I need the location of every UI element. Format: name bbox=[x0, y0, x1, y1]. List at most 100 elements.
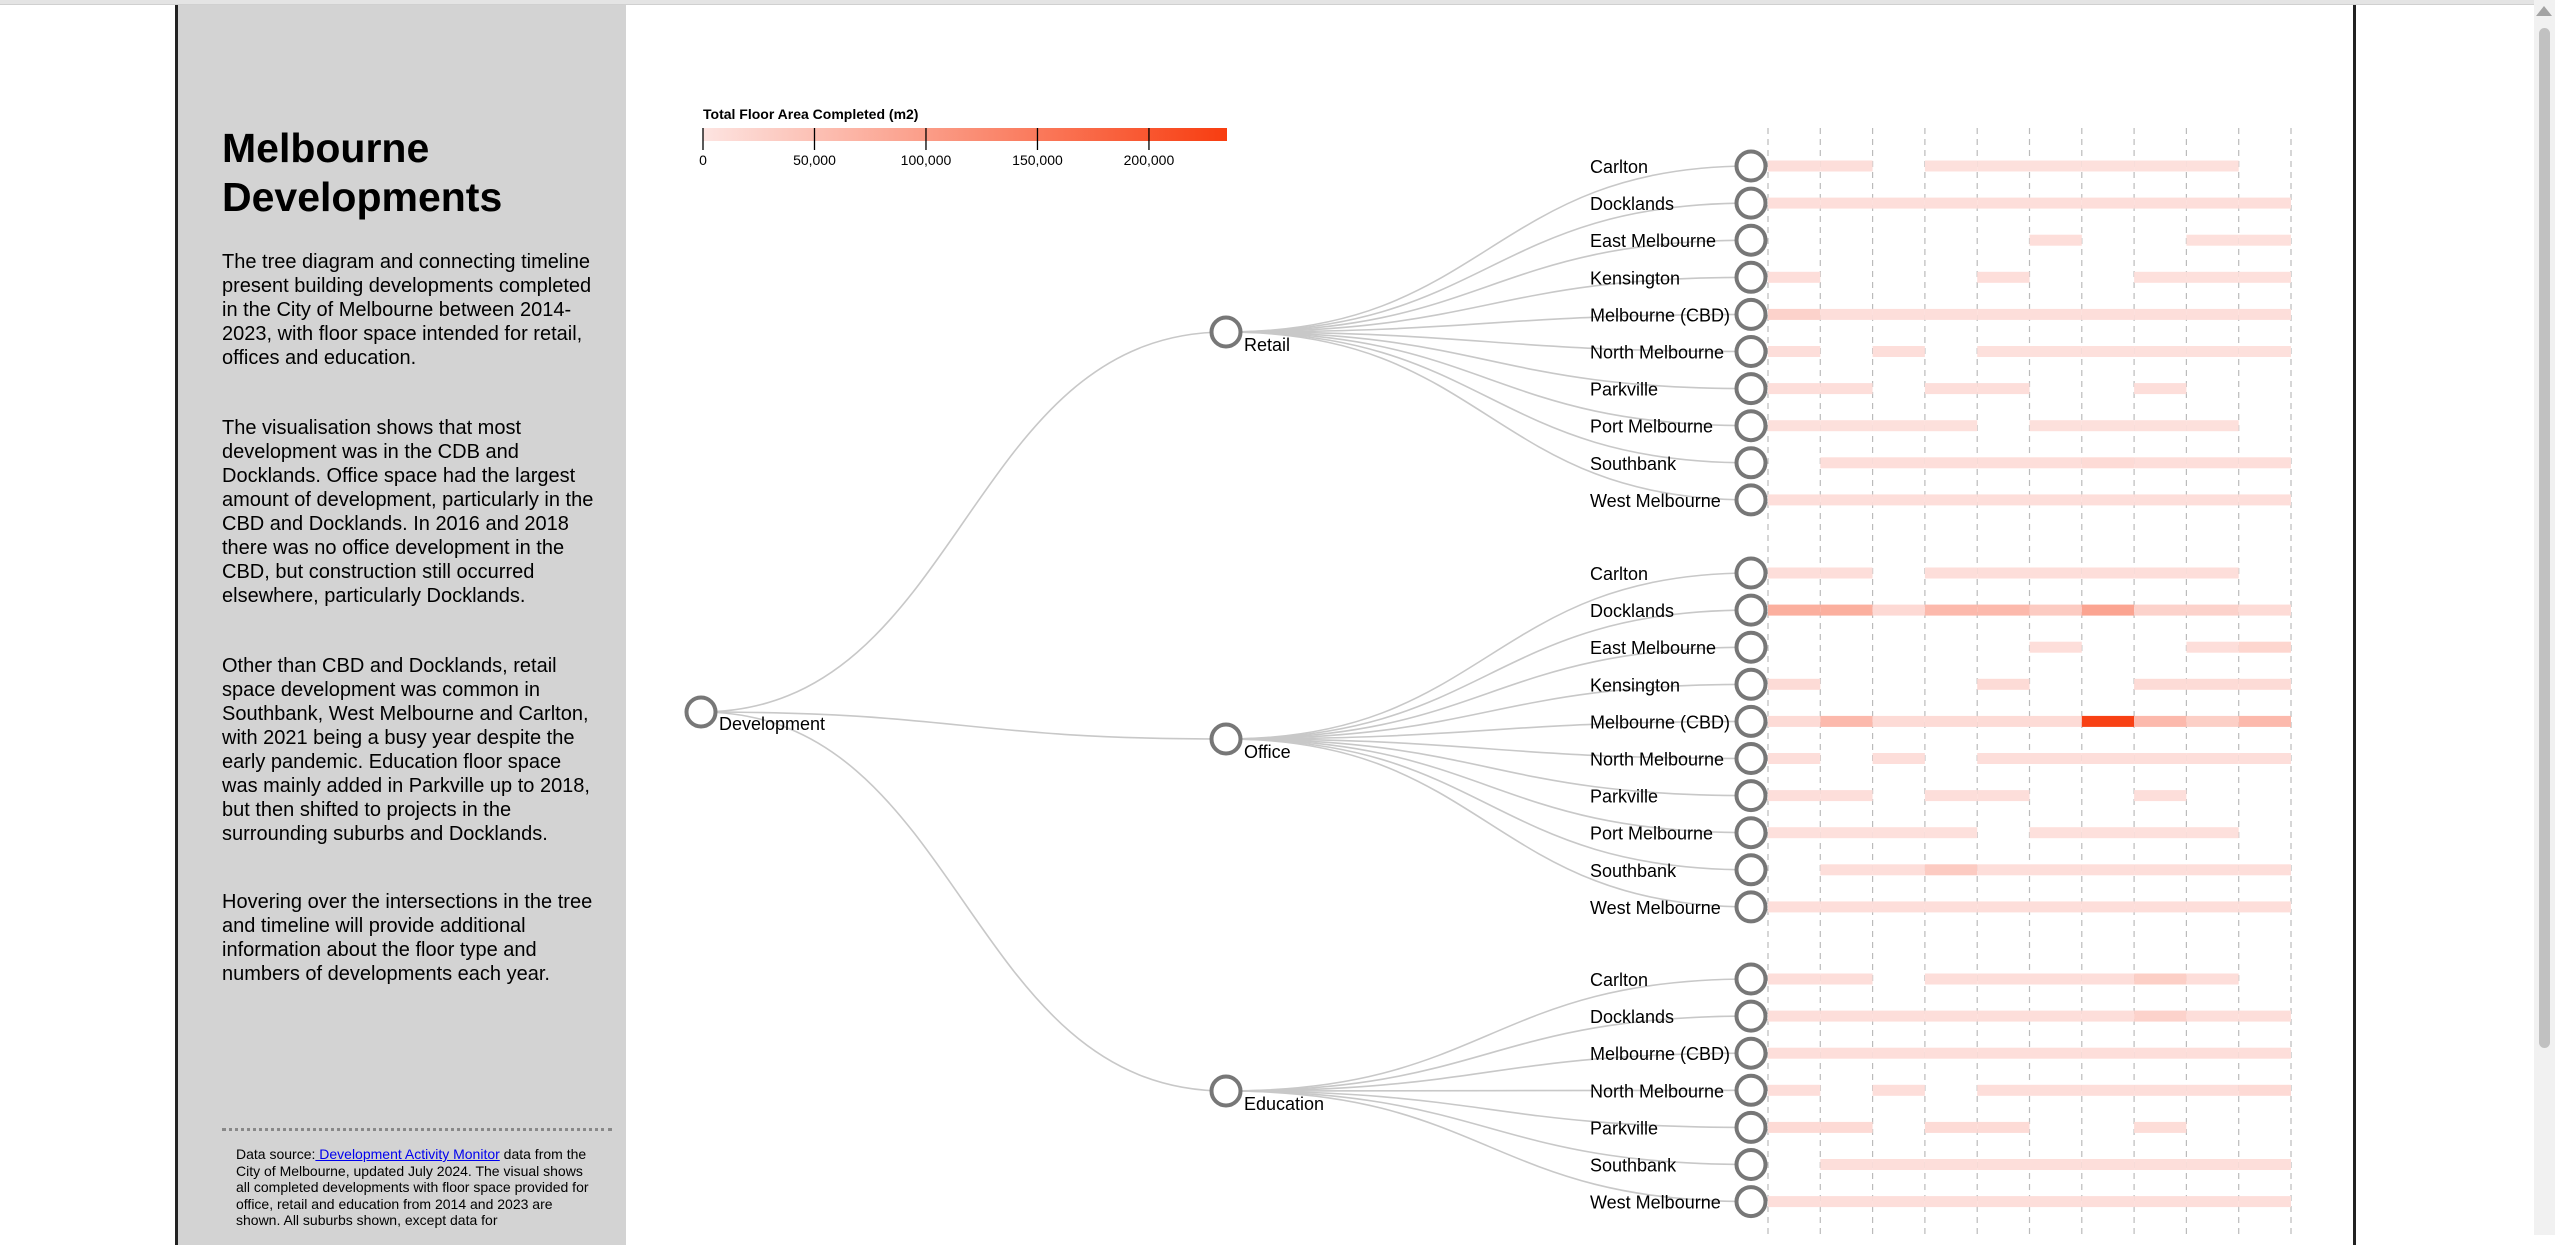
timeline-cell[interactable] bbox=[1872, 420, 1925, 432]
timeline-cell[interactable] bbox=[1768, 197, 1821, 209]
timeline-cell[interactable] bbox=[2081, 420, 2135, 432]
timeline-cell[interactable] bbox=[1977, 271, 2030, 283]
timeline-cell[interactable] bbox=[2134, 1196, 2187, 1208]
timeline-cell[interactable] bbox=[1977, 1010, 2030, 1022]
timeline-cell[interactable] bbox=[2081, 160, 2135, 172]
timeline-cell[interactable] bbox=[2029, 346, 2082, 357]
timeline-cell[interactable] bbox=[1924, 1121, 1978, 1133]
timeline-cell[interactable] bbox=[2186, 827, 2239, 839]
timeline-cell[interactable] bbox=[2186, 234, 2239, 246]
timeline-cell[interactable] bbox=[2186, 271, 2239, 283]
timeline-cell[interactable] bbox=[2238, 604, 2291, 616]
timeline-cell[interactable] bbox=[2186, 494, 2239, 506]
timeline-cell[interactable] bbox=[1977, 715, 2030, 727]
timeline-cell[interactable] bbox=[2081, 457, 2135, 469]
timeline-cell[interactable] bbox=[2186, 864, 2239, 876]
timeline-cell[interactable] bbox=[1872, 457, 1925, 469]
timeline-cell[interactable] bbox=[1768, 790, 1821, 802]
timeline-cell[interactable] bbox=[2029, 827, 2082, 839]
timeline-cell[interactable] bbox=[2081, 1010, 2135, 1022]
timeline-cell[interactable] bbox=[1872, 753, 1925, 764]
suburb-node-north-melbourne[interactable] bbox=[1734, 1073, 1768, 1107]
timeline-cell[interactable] bbox=[2029, 901, 2082, 913]
timeline-cell[interactable] bbox=[2186, 753, 2239, 764]
timeline-cell[interactable] bbox=[1924, 1159, 1978, 1170]
suburb-node-melbourne-cbd[interactable] bbox=[1734, 1036, 1768, 1070]
timeline-cell[interactable] bbox=[1820, 1047, 1873, 1059]
suburb-node-north-melbourne[interactable] bbox=[1734, 335, 1768, 368]
timeline-cell[interactable] bbox=[1768, 271, 1821, 283]
suburb-node-southbank[interactable] bbox=[1734, 1148, 1768, 1181]
suburb-node-southbank[interactable] bbox=[1734, 853, 1768, 887]
timeline-cell[interactable] bbox=[2134, 271, 2187, 283]
timeline-cell[interactable] bbox=[1977, 1047, 2030, 1059]
timeline-cell[interactable] bbox=[2134, 827, 2187, 839]
timeline-cell[interactable] bbox=[2134, 197, 2187, 209]
timeline-cell[interactable] bbox=[2134, 864, 2187, 876]
timeline-cell[interactable] bbox=[2029, 457, 2082, 469]
timeline-cell[interactable] bbox=[2029, 567, 2082, 579]
timeline-cell[interactable] bbox=[1924, 383, 1978, 395]
timeline-cell[interactable] bbox=[1768, 715, 1821, 727]
timeline-cell[interactable] bbox=[2029, 420, 2082, 432]
timeline-cell[interactable] bbox=[1768, 973, 1821, 985]
timeline-cell[interactable] bbox=[1924, 864, 1978, 876]
timeline-cell[interactable] bbox=[2238, 346, 2291, 357]
timeline-cell[interactable] bbox=[1977, 1121, 2030, 1133]
suburb-node-parkville[interactable] bbox=[1734, 372, 1768, 406]
timeline-cell[interactable] bbox=[2134, 383, 2187, 395]
timeline-cell[interactable] bbox=[2134, 160, 2187, 172]
timeline-cell[interactable] bbox=[1924, 308, 1978, 320]
timeline-cell[interactable] bbox=[2029, 1047, 2082, 1059]
timeline-cell[interactable] bbox=[2029, 604, 2082, 616]
timeline-cell[interactable] bbox=[2186, 1047, 2239, 1059]
root-node[interactable] bbox=[684, 695, 718, 729]
timeline-cell[interactable] bbox=[1820, 1159, 1873, 1170]
timeline-cell[interactable] bbox=[2238, 1010, 2291, 1022]
scroll-up-arrow-icon[interactable] bbox=[2536, 6, 2552, 16]
timeline-cell[interactable] bbox=[2081, 1084, 2135, 1096]
timeline-cell[interactable] bbox=[2081, 1047, 2135, 1059]
timeline-cell[interactable] bbox=[2186, 715, 2239, 727]
timeline-cell[interactable] bbox=[1768, 1047, 1821, 1059]
timeline-cell[interactable] bbox=[2029, 160, 2082, 172]
timeline-cell[interactable] bbox=[1820, 715, 1873, 727]
timeline-cell[interactable] bbox=[1924, 973, 1978, 985]
timeline-cell[interactable] bbox=[1820, 1010, 1873, 1022]
timeline-cell[interactable] bbox=[2186, 1084, 2239, 1096]
timeline-cell[interactable] bbox=[2238, 641, 2291, 653]
timeline-cell[interactable] bbox=[2029, 641, 2082, 653]
suburb-node-docklands[interactable] bbox=[1734, 593, 1768, 627]
timeline-cell[interactable] bbox=[2238, 234, 2291, 246]
timeline-cell[interactable] bbox=[1924, 604, 1978, 616]
timeline-cell[interactable] bbox=[1820, 160, 1873, 172]
timeline-cell[interactable] bbox=[1977, 604, 2030, 616]
timeline-cell[interactable] bbox=[1768, 678, 1821, 690]
suburb-node-west-melbourne[interactable] bbox=[1734, 1185, 1768, 1219]
timeline-cell[interactable] bbox=[2081, 864, 2135, 876]
timeline-cell[interactable] bbox=[2029, 973, 2082, 985]
timeline-cell[interactable] bbox=[2029, 494, 2082, 506]
timeline-cell[interactable] bbox=[1977, 973, 2030, 985]
timeline-cell[interactable] bbox=[2081, 604, 2135, 616]
timeline-cell[interactable] bbox=[1977, 494, 2030, 506]
timeline-cell[interactable] bbox=[1977, 308, 2030, 320]
timeline-cell[interactable] bbox=[2134, 1010, 2187, 1022]
timeline-cell[interactable] bbox=[2238, 864, 2291, 876]
timeline-cell[interactable] bbox=[1924, 160, 1978, 172]
timeline-cell[interactable] bbox=[2238, 1196, 2291, 1208]
timeline-cell[interactable] bbox=[2081, 753, 2135, 764]
timeline-cell[interactable] bbox=[1924, 420, 1978, 432]
timeline-cell[interactable] bbox=[1768, 346, 1821, 357]
suburb-node-west-melbourne[interactable] bbox=[1734, 890, 1768, 924]
timeline-cell[interactable] bbox=[2134, 494, 2187, 506]
timeline-cell[interactable] bbox=[1924, 790, 1978, 802]
timeline-cell[interactable] bbox=[1820, 567, 1873, 579]
timeline-cell[interactable] bbox=[1820, 494, 1873, 506]
timeline-cell[interactable] bbox=[1977, 160, 2030, 172]
timeline-cell[interactable] bbox=[2238, 753, 2291, 764]
timeline-cell[interactable] bbox=[2134, 604, 2187, 616]
timeline-cell[interactable] bbox=[1768, 1121, 1821, 1133]
timeline-cell[interactable] bbox=[2134, 715, 2187, 727]
timeline-cell[interactable] bbox=[2029, 864, 2082, 876]
